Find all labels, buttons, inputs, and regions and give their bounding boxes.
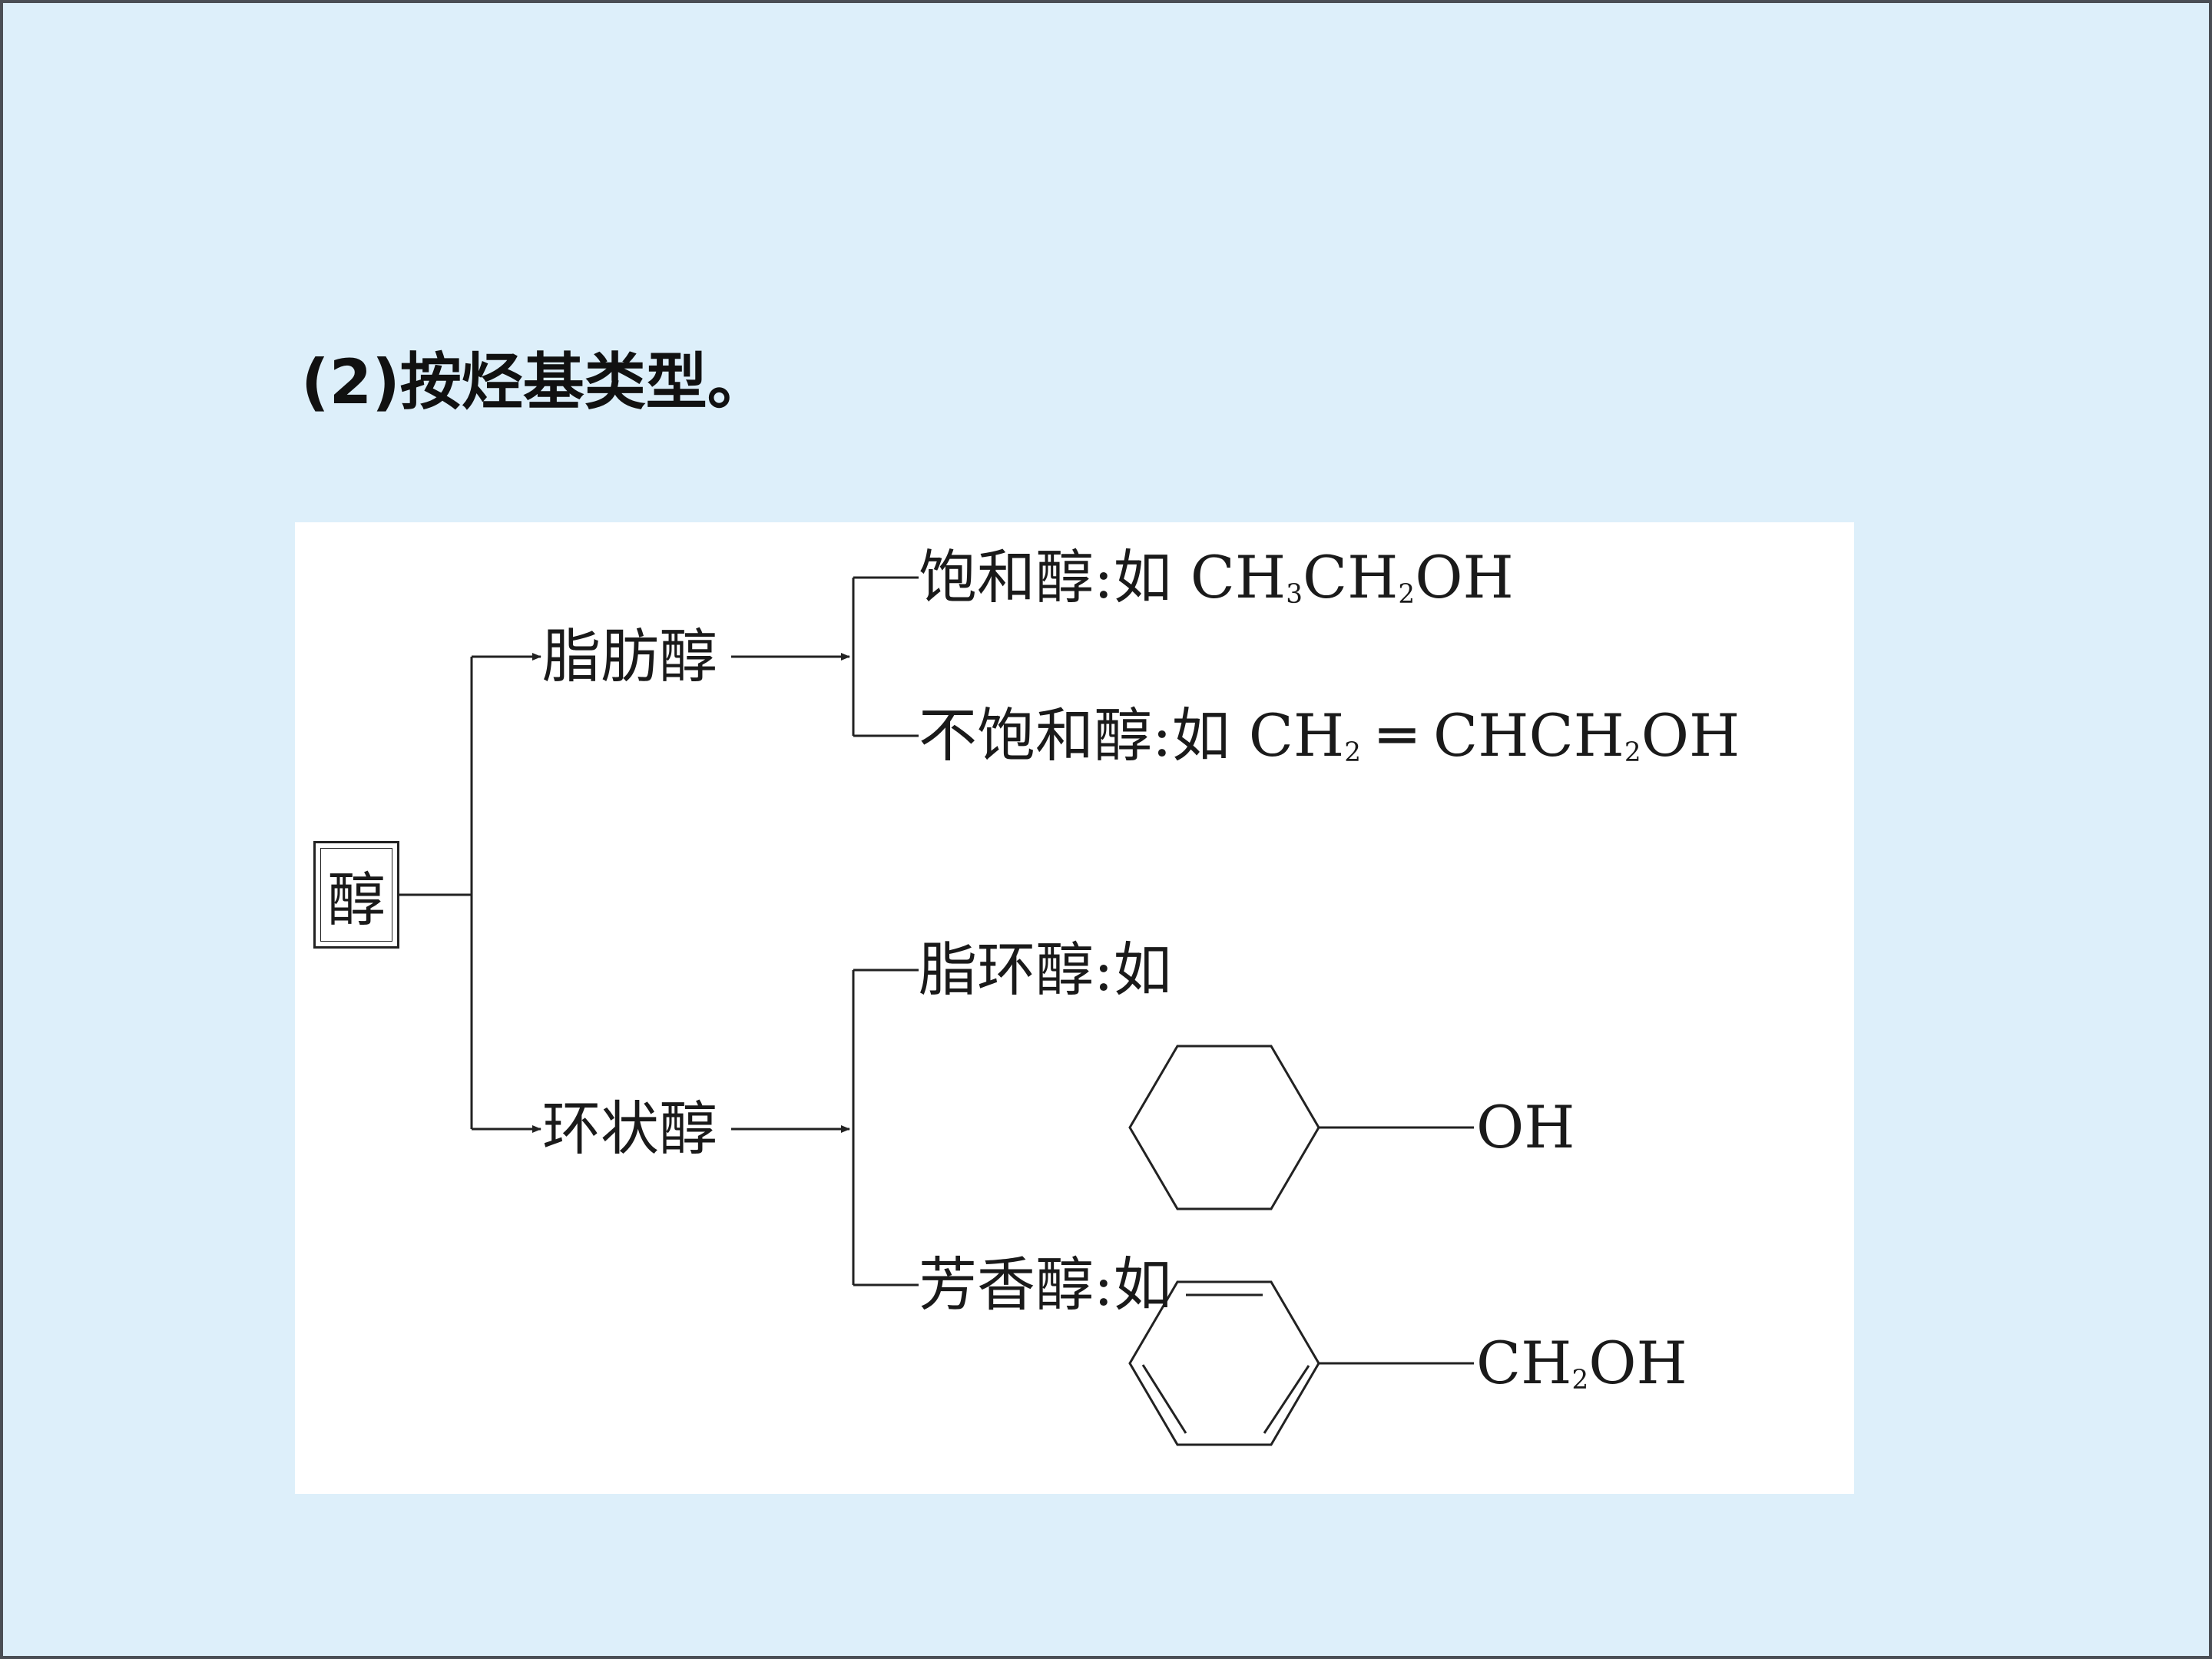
- node-aliphatic-alcohol: 脂肪醇: [542, 622, 717, 690]
- benzene-inner-bond-right: [1263, 1365, 1310, 1434]
- benzene-ring: [1128, 1280, 1320, 1446]
- cyclohexane-ring: [1128, 1045, 1320, 1210]
- benzyl-alcohol-substituent: CH2OH: [1476, 1329, 1687, 1398]
- node-cyclic-alcohol: 环状醇: [542, 1094, 717, 1163]
- formula-subscript: 3: [1286, 578, 1303, 610]
- formula-text: CH: [1302, 543, 1399, 611]
- formula-text: CH: [1476, 1329, 1572, 1397]
- root-node-alcohol: 醇: [313, 841, 399, 949]
- alicyclic-label: 脂环醇: [919, 935, 1094, 1004]
- cyclohexanol-oh: OH: [1476, 1093, 1575, 1161]
- node-unsaturated-alcohol: 不饱和醇:如 CH2 ═ CHCH2OH: [919, 701, 1740, 770]
- saturated-label: 饱和醇: [919, 543, 1094, 611]
- saturated-formula: CH3CH2OH: [1190, 543, 1514, 611]
- node-aromatic-alcohol: 芳香醇:如: [919, 1250, 1172, 1320]
- unsaturated-prefix: :如: [1152, 701, 1230, 770]
- alicyclic-prefix: :如: [1094, 935, 1172, 1004]
- formula-text: OH: [1588, 1329, 1687, 1397]
- node-saturated-alcohol: 饱和醇:如 CH3CH2OH: [919, 543, 1514, 612]
- formula-text: ═ CHCH: [1360, 701, 1624, 770]
- formula-text: CH: [1190, 543, 1286, 611]
- formula-text: OH: [1415, 543, 1514, 611]
- formula-text: CH: [1248, 701, 1345, 770]
- formula-subscript: 2: [1344, 737, 1361, 768]
- saturated-prefix: :如: [1094, 543, 1172, 611]
- formula-text: OH: [1641, 701, 1740, 770]
- aromatic-prefix: :如: [1094, 1250, 1172, 1319]
- unsaturated-label: 不饱和醇: [919, 701, 1152, 770]
- benzyl-ch2oh: CH2OH: [1476, 1329, 1687, 1397]
- formula-subscript: 2: [1398, 578, 1416, 610]
- section-heading: (2)按烃基类型。: [301, 346, 769, 418]
- diagram-lines: [399, 576, 1474, 1446]
- aromatic-label: 芳香醇: [919, 1250, 1094, 1319]
- node-alicyclic-alcohol: 脂环醇:如: [919, 935, 1172, 1005]
- classification-diagram: 醇 脂肪醇 环状醇 饱和醇:如 CH3CH2OH 不饱和醇:如 CH2 ═ CH…: [295, 522, 1854, 1494]
- unsaturated-formula: CH2 ═ CHCH2OH: [1249, 701, 1740, 770]
- formula-text: OH: [1476, 1093, 1575, 1161]
- formula-subscript: 2: [1571, 1364, 1589, 1396]
- cyclohexanol-substituent: OH: [1476, 1093, 1575, 1162]
- benzene-inner-bond-left: [1141, 1364, 1187, 1434]
- formula-subscript: 2: [1624, 737, 1641, 768]
